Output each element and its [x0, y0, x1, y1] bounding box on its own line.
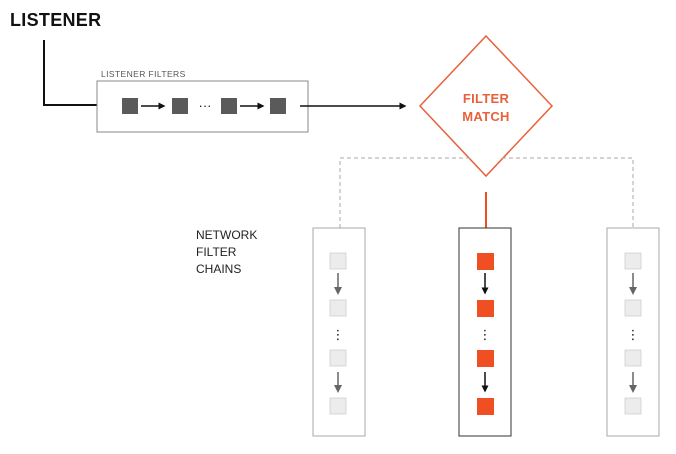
dashed-branch-right: [502, 157, 637, 240]
filter-match-label-line2: MATCH: [462, 109, 509, 124]
listener-entry-arrow: [43, 40, 119, 109]
inactive-filter: [624, 397, 642, 415]
inactive-filter: [624, 252, 642, 270]
inactive-filter: [624, 299, 642, 317]
active-filter: [477, 253, 494, 270]
active-filter: [477, 350, 494, 367]
network-filter-chains-label: NETWORK FILTER CHAINS: [196, 228, 258, 276]
listener-filters-label: LISTENER FILTERS: [101, 69, 186, 79]
chain-ellipsis: ⋮: [479, 328, 492, 343]
inactive-filter: [329, 349, 347, 367]
inactive-filter: [329, 252, 347, 270]
listener-filter-4: [270, 98, 286, 114]
inactive-filter: [624, 349, 642, 367]
listener-filter-3: [221, 98, 237, 114]
chain-ellipsis: ⋮: [627, 328, 640, 343]
inactive-filter: [329, 299, 347, 317]
listener-filter-1: [122, 98, 138, 114]
chain-ellipsis: ⋮: [332, 328, 345, 343]
listener-filter-2: [172, 98, 188, 114]
active-filter: [477, 300, 494, 317]
dashed-branch-left: [336, 157, 470, 240]
filter-match-label-line1: FILTER: [463, 91, 510, 106]
listener-title: LISTENER: [10, 10, 102, 30]
inactive-filter: [329, 397, 347, 415]
listener-filters-ellipsis: ···: [199, 98, 212, 113]
active-filter: [477, 398, 494, 415]
filter-match-diamond: [418, 34, 554, 178]
